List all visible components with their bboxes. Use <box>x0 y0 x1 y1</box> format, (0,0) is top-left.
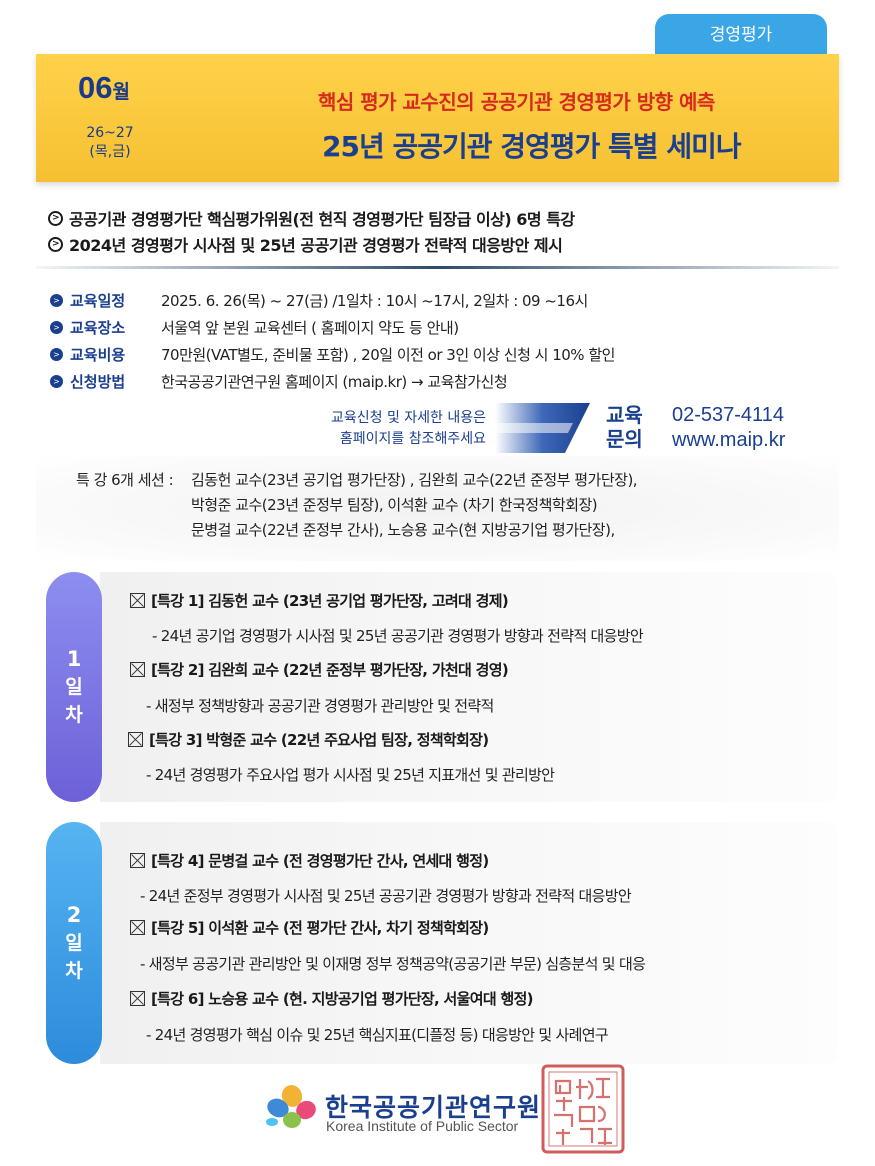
info-row-apply: > 신청방법 한국공공기관연구원 홈페이지 (maip.kr) → 교육참가신청 <box>50 368 615 395</box>
lecture-4: [특강 4] 문병걸 교수 (전 경영평가단 간사, 연세대 행정) <box>130 850 489 871</box>
contact-values: 02-537-4114 www.maip.kr <box>672 403 785 453</box>
page-title: 25년 공공기관 경영평가 특별 세미나 <box>322 130 742 163</box>
bullet-arrow-icon: > <box>50 375 63 388</box>
phone-number: 02-537-4114 <box>672 404 784 426</box>
lecture-2: [특강 2] 김완희 교수 (22년 준정부 평가단장, 가천대 경영) <box>130 659 509 680</box>
info-value: 2025. 6. 26(목) ~ 27(금) /1일차 : 10시 ~17시, … <box>161 292 588 310</box>
lecture-2-desc: - 새정부 정책방향과 공공기관 경영평가 관리방안 및 전략적 <box>146 697 494 715</box>
info-row-location: > 교육장소 서울역 앞 본원 교육센터 ( 홈페이지 약도 등 안내) <box>50 314 615 341</box>
lecture-5: [특강 5] 이석환 교수 (전 평가단 간사, 차기 정책학회장) <box>130 917 489 938</box>
contact-label: 교육 문의 <box>606 403 643 451</box>
bullet-arrow-icon: > <box>50 348 63 361</box>
sessions-line: 박형준 교수(23년 준정부 팀장), 이석환 교수 (차기 한국정책학회장) <box>191 496 598 514</box>
official-seal <box>541 1064 625 1154</box>
checkbox-x-icon <box>130 920 145 935</box>
contact-note: 교육신청 및 자세한 내용은 홈페이지를 참조해주세요 <box>330 410 486 447</box>
day2-panel <box>100 822 837 1064</box>
info-row-schedule: > 교육일정 2025. 6. 26(목) ~ 27(금) /1일차 : 10시… <box>50 287 615 314</box>
info-value: 70만원(VAT별도, 준비물 포함) , 20일 이전 or 3인 이상 신청… <box>161 346 615 364</box>
checkbox-x-icon <box>130 662 145 677</box>
info-value: 한국공공기관연구원 홈페이지 (maip.kr) → 교육참가신청 <box>161 373 508 391</box>
page-subtitle: 핵심 평가 교수진의 공공기관 경영평가 방향 예측 <box>318 90 715 114</box>
month-label: 06월 <box>78 70 130 105</box>
info-label: 교육일정 <box>70 292 126 310</box>
divider <box>36 266 839 269</box>
lecture-6-desc: - 24년 경영평가 핵심 이슈 및 25년 핵심지표(디플정 등) 대응방안 … <box>146 1026 609 1044</box>
bullet-arrow-icon: > <box>50 294 63 307</box>
day1-panel <box>100 572 837 802</box>
day1-badge: 1 일 차 <box>46 572 102 802</box>
institute-name: 한국공공기관연구원 <box>325 1093 542 1122</box>
arrow-circle-icon: > <box>48 236 63 252</box>
checkbox-x-icon <box>130 593 145 608</box>
header-banner <box>36 54 839 182</box>
sessions-line: 문병걸 교수(22년 준정부 간사), 노승용 교수(현 지방공기업 평가단장)… <box>191 521 615 539</box>
info-label: 교육비용 <box>70 346 126 364</box>
institute-name-en: Korea Institute of Public Sector <box>326 1118 519 1134</box>
info-label: 교육장소 <box>70 319 126 337</box>
day2-badge: 2 일 차 <box>46 822 102 1064</box>
bullet-arrow-icon: > <box>50 321 63 334</box>
website-link[interactable]: www.maip.kr <box>672 429 786 451</box>
highlights: >공공기관 경영평가단 핵심평가위원(전 현직 경영평가단 팀장급 이상) 6명… <box>48 205 575 257</box>
info-row-cost: > 교육비용 70만원(VAT별도, 준비물 포함) , 20일 이전 or 3… <box>50 341 615 368</box>
highlight-item: >공공기관 경영평가단 핵심평가위원(전 현직 경영평가단 팀장급 이상) 6명… <box>48 205 575 231</box>
arrow-circle-icon: > <box>48 210 63 226</box>
institute-logo <box>266 1085 316 1128</box>
sessions-panel <box>36 456 839 561</box>
sessions-text: 특 강 6개 세션 : 김동헌 교수(23년 공기업 평가단장) , 김완희 교수… <box>76 468 638 543</box>
lecture-3-desc: - 24년 경영평가 주요사업 평가 시사점 및 25년 지표개선 및 관리방안 <box>146 766 555 784</box>
sessions-label: 특 강 6개 세션 : <box>76 471 174 489</box>
highlight-item: >2024년 경영평가 시사점 및 25년 공공기관 경영평가 전략적 대응방안… <box>48 231 575 257</box>
lecture-4-desc: - 24년 준정부 경영평가 시사점 및 25년 공공기관 경영평가 방향과 전… <box>140 887 632 905</box>
checkbox-x-icon <box>130 853 145 868</box>
lecture-6: [특강 6] 노승용 교수 (현. 지방공기업 평가단장, 서울여대 행정) <box>130 988 534 1009</box>
category-tab: 경영평가 <box>655 14 827 58</box>
lecture-5-desc: - 새정부 공공기관 관리방안 및 이재명 정부 정책공약(공공기관 부문) 심… <box>140 955 646 973</box>
lecture-1-desc: - 24년 공기업 경영평가 시사점 및 25년 공공기관 경영평가 방향과 전… <box>152 627 644 645</box>
info-label: 신청방법 <box>70 373 126 391</box>
info-list: > 교육일정 2025. 6. 26(목) ~ 27(금) /1일차 : 10시… <box>50 287 615 395</box>
sessions-line: 김동헌 교수(23년 공기업 평가단장) , 김완희 교수(22년 준정부 평가… <box>191 471 638 489</box>
checkbox-x-icon <box>128 732 143 747</box>
stripe-graphic <box>495 403 590 453</box>
event-days: 26~27 (목,금) <box>86 125 134 160</box>
lecture-1: [특강 1] 김동헌 교수 (23년 공기업 평가단장, 고려대 경제) <box>130 590 509 611</box>
info-value: 서울역 앞 본원 교육센터 ( 홈페이지 약도 등 안내) <box>161 319 459 337</box>
lecture-3: [특강 3] 박형준 교수 (22년 주요사업 팀장, 정책학회장) <box>128 729 489 750</box>
checkbox-x-icon <box>130 991 145 1006</box>
